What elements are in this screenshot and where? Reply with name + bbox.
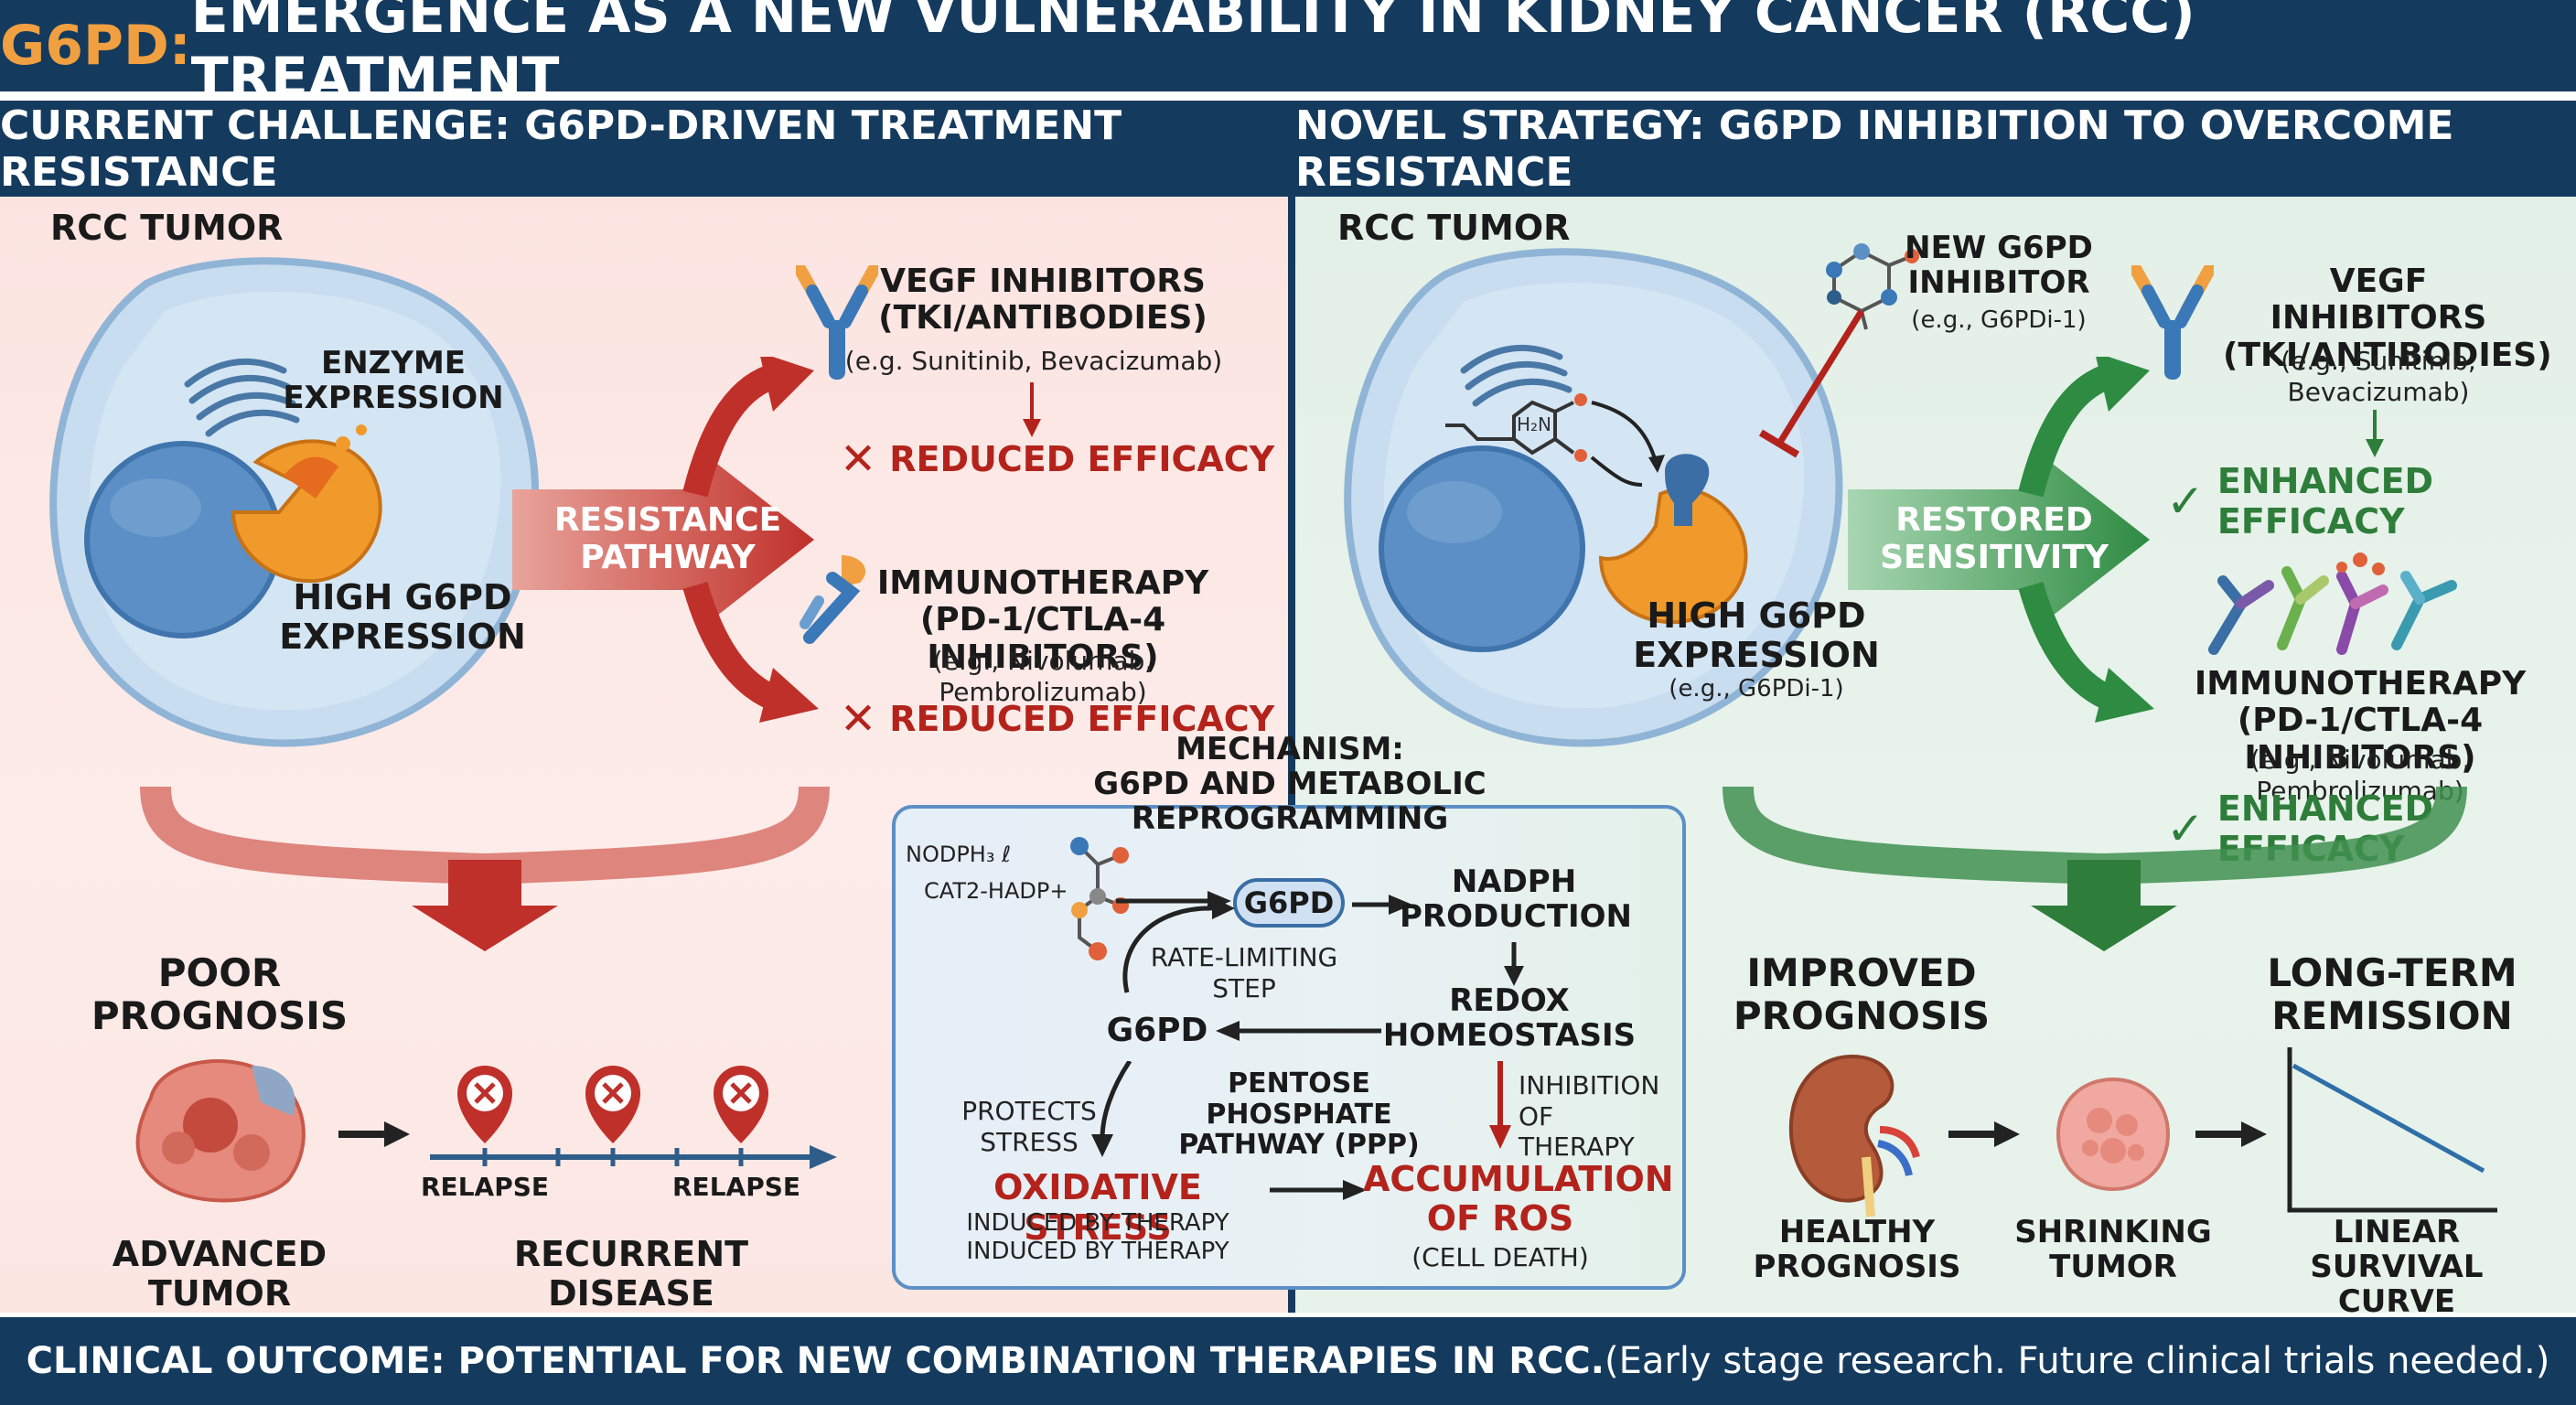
survival-curve-icon: [2287, 1047, 2497, 1213]
right-merge-arrow: [1723, 787, 2467, 951]
g6pd-box: G6PD: [1233, 878, 1345, 928]
x-mark-icon: ✕: [840, 434, 877, 485]
poor-prognosis-label: POOR PROGNOSIS: [91, 950, 349, 1039]
nadph-to-redox-arrow: [1504, 942, 1524, 986]
right-high-g6pd-example: (e.g., G6PDi-1): [1669, 675, 1844, 702]
right-vegf-examples: (e.g., Sunitinib, Bevacizumab): [2281, 346, 2476, 407]
left-immunotherapy-title: IMMUNOTHERAPY (PD-1/CTLA-4 INHIBITORS): [876, 564, 1209, 676]
antibody-icon: [796, 265, 878, 380]
right-immunotherapy-title: IMMUNOTHERAPY (PD-1/CTLA-4 INHIBITORS): [2194, 665, 2527, 777]
right-down-arrow-1: [2366, 410, 2384, 457]
left-outcome-arrow: [338, 1121, 410, 1147]
check-mark-icon: ✓: [2166, 802, 2205, 855]
shrinking-tumor-icon: [2055, 1077, 2171, 1192]
restored-sensitivity-arrow: [1848, 357, 2154, 723]
relapse-marker-icon: [457, 1066, 512, 1143]
induced-by-therapy-label: INDUCED BY THERAPY INDUCED BY THERAPY: [966, 1209, 1229, 1266]
left-section-header: CURRENT CHALLENGE: G6PD-DRIVEN TREATMENT…: [0, 101, 1288, 197]
redox-to-g6pd-arrow: [1216, 1021, 1381, 1041]
nucleus-icon: [1379, 445, 1585, 652]
golgi-icon: [184, 358, 300, 437]
accumulation-of-ros-label: ACCUMULATION OF ROS: [1363, 1159, 1674, 1239]
checkpoint-antibody-icon: [800, 555, 866, 644]
recurrent-disease-label: RECURRENT DISEASE: [513, 1234, 749, 1314]
long-term-remission-label: LONG-TERM REMISSION: [2267, 950, 2517, 1039]
right-tumor-label: RCC TUMOR: [1337, 208, 1571, 248]
page-title: EMERGENCE AS A NEW VULNERABILITY IN KIDN…: [190, 0, 2195, 110]
cycle-arrow: [1122, 897, 1235, 993]
linear-survival-curve-label: LINEAR SURVIVAL CURVE: [2310, 1214, 2484, 1321]
right-outcome-arrow-2: [2195, 1121, 2267, 1147]
footer-note: (Early stage research. Future clinical t…: [1604, 1340, 2550, 1382]
resistance-pathway-label: RESISTANCE PATHWAY: [553, 501, 782, 577]
inhibition-line: [1758, 309, 1864, 458]
right-enhanced-efficacy-1: ✓ ENHANCED EFFICACY: [2166, 461, 2434, 542]
left-reduced-efficacy-2: ✕ REDUCED EFFICACY: [840, 693, 1275, 745]
new-inhibitor-examples: (e.g., G6PDi-1): [1911, 306, 2087, 334]
left-vegf-examples: (e.g. Sunitinib, Bevacizumab): [844, 346, 1223, 376]
cell-death-label: (CELL DEATH): [1411, 1242, 1589, 1272]
mechanism-title: MECHANISM: G6PD AND METABOLIC REPROGRAMM…: [1093, 731, 1487, 838]
left-merge-arrow: [140, 787, 830, 951]
restored-sensitivity-label: RESTORED SENSITIVITY: [1880, 501, 2109, 577]
relapse-label-1: RELAPSE: [421, 1172, 550, 1202]
x-mark-icon: ✕: [840, 693, 877, 745]
right-outcome-arrow-1: [1948, 1121, 2020, 1147]
new-inhibitor-title: NEW G6PD INHIBITOR: [1905, 230, 2093, 302]
ppp-label: PENTOSE PHOSPHATE PATHWAY (PPP): [1178, 1067, 1420, 1162]
section-divider: [1288, 101, 1295, 1313]
right-immunotherapy-examples: (e.g., Nivolumab, Pembrolizumab): [2249, 745, 2471, 806]
left-tumor-label: RCC TUMOR: [50, 208, 284, 248]
right-vegf-title: VEGF INHIBITORS (TKI/ANTIBODIES): [2223, 263, 2552, 374]
healthy-prognosis-label: HEALTHY PROGNOSIS: [1753, 1214, 1961, 1286]
golgi-icon: [1460, 344, 1572, 407]
right-section-header: NOVEL STRATEGY: G6PD INHIBITION TO OVERC…: [1295, 101, 2576, 197]
left-vegf-title: VEGF INHIBITORS (TKI/ANTIBODIES): [878, 263, 1208, 338]
enzyme-icon: [1598, 488, 1748, 625]
oxidative-stress-label: OXIDATIVE STRESS: [993, 1167, 1202, 1248]
inhibitor-molecule-icon: [1445, 393, 1710, 526]
footer-headline: CLINICAL OUTCOME: POTENTIAL FOR NEW COMB…: [26, 1340, 1605, 1382]
relapse-marker-icon: [585, 1066, 640, 1143]
relapse-timeline: [430, 1066, 837, 1169]
left-high-g6pd-label: HIGH G6PD EXPRESSION: [279, 577, 526, 657]
relapse-label-2: RELAPSE: [672, 1172, 801, 1202]
left-enzyme-label: ENZYME EXPRESSION: [283, 345, 504, 417]
relapse-marker-icon: [714, 1066, 768, 1143]
improved-prognosis-label: IMPROVED PROGNOSIS: [1733, 950, 1991, 1039]
cat2-label: CAT2-HADP+: [924, 878, 1068, 904]
left-down-arrow-1: [1023, 382, 1041, 437]
left-cell-illustration: [49, 257, 540, 747]
left-reduced-efficacy-1: ✕ REDUCED EFFICACY: [840, 434, 1275, 485]
rate-limiting-label: RATE-LIMITING STEP: [1150, 942, 1338, 1003]
inhibition-of-therapy-label: INHIBITION OF THERAPY: [1519, 1070, 1660, 1163]
left-immunotherapy-examples: (e.g., Nivolumab, Pembrolizumab): [932, 646, 1154, 707]
to-nadph-arrow: [1352, 895, 1412, 915]
check-mark-icon: ✓: [2166, 475, 2205, 528]
footer-bar: CLINICAL OUTCOME: POTENTIAL FOR NEW COMB…: [0, 1317, 2576, 1405]
title-bar: G6PD: EMERGENCE AS A NEW VULNERABILITY I…: [0, 0, 2576, 110]
g6pd-to-stress-arrow: [1091, 1061, 1132, 1157]
shrinking-tumor-label: SHRINKING TUMOR: [2014, 1214, 2212, 1286]
stress-to-ros-arrow: [1270, 1180, 1367, 1200]
right-cell-illustration: [1344, 248, 1843, 747]
resistance-pathway-arrow: [512, 357, 819, 723]
antibody-icon: [2131, 265, 2214, 380]
g6pd-label: G6PD: [1106, 1012, 1208, 1049]
nodph-label: NODPH₃ ℓ: [906, 842, 1012, 867]
checkpoint-antibody-icon: [2208, 552, 2457, 655]
protects-stress-label: PROTECTS STRESS: [961, 1096, 1097, 1157]
nadph-production-label: NADPH PRODUCTION: [1400, 863, 1632, 936]
title-prefix: G6PD:: [0, 14, 191, 78]
kidney-icon: [1788, 1054, 1920, 1217]
right-high-g6pd-label: HIGH G6PD EXPRESSION: [1633, 595, 1880, 675]
redox-homeostasis-label: REDOX HOMEOSTASIS: [1382, 982, 1637, 1055]
advanced-tumor-label: ADVANCED TUMOR: [112, 1234, 327, 1314]
enzyme-icon: [231, 424, 382, 584]
redox-to-ros-arrow: [1489, 1061, 1511, 1149]
molecule-amine-label: H₂N: [1517, 413, 1552, 435]
tumor-icon: [135, 1059, 306, 1203]
inhibitor-molecule-icon: [1826, 243, 1919, 330]
